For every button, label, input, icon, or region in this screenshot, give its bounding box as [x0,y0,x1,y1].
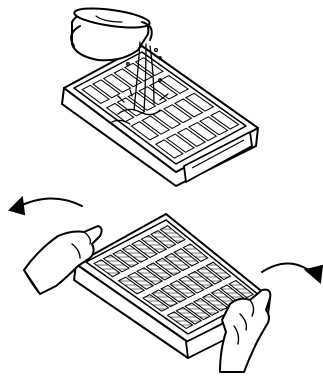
twist-tray-step [10,198,322,372]
twist-arrow-right-icon [262,263,322,282]
arrow-head [10,198,24,214]
fill-tray-step [62,5,258,186]
arrow-head [306,266,322,282]
arrow-curve [16,198,82,208]
water-drop [155,49,158,52]
ice-tray-icon [62,46,258,186]
arrow-curve [262,263,314,274]
twist-arrow-left-icon [10,198,82,214]
